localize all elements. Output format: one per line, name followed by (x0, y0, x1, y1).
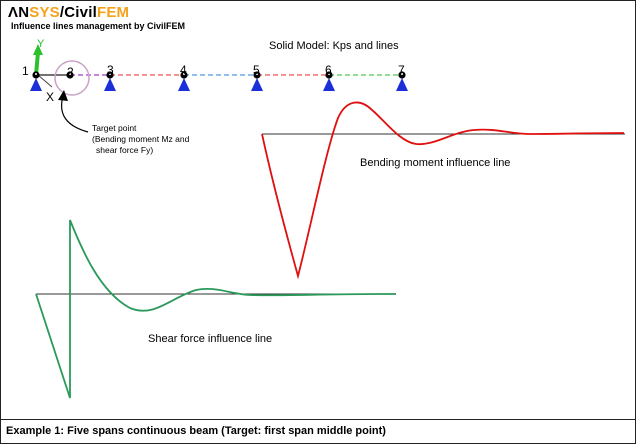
bending-moment-label: Bending moment influence line (360, 157, 511, 169)
keypoint-label-2: 2 (67, 65, 74, 79)
caption-divider (0, 419, 636, 420)
subtitle: Influence lines management by CivilFEM (11, 21, 186, 31)
support-1 (30, 78, 42, 91)
keypoint-label-1: 1 (22, 64, 29, 78)
y-axis-arrowhead (33, 44, 43, 55)
keypoint-label-3: 3 (107, 63, 114, 77)
shear-force-label: Shear force influence line (148, 333, 273, 345)
target-point-annotation: Target point (Bending moment Mz and shea… (92, 123, 189, 156)
model-title: Solid Model: Kps and lines (269, 40, 399, 52)
keypoint-label-6: 6 (325, 63, 332, 77)
ansys-civilfem-logo: ΛNSYS/CivilFEM (8, 4, 130, 21)
x-axis-label: X (46, 90, 54, 104)
support-3 (104, 78, 116, 91)
support-5 (251, 78, 263, 91)
target-label-line-2: (Bending moment Mz and (92, 134, 190, 144)
target-pointer-arrowhead (58, 90, 68, 101)
shear-force-curve (35, 219, 397, 399)
bending-moment-curve (261, 101, 625, 280)
support-6 (323, 78, 335, 91)
keypoint-label-5: 5 (253, 63, 260, 77)
keypoint-label-7: 7 (398, 63, 405, 77)
keypoint-label-4: 4 (180, 63, 187, 77)
target-pointer-arrow (61, 95, 89, 133)
figure-caption: Example 1: Five spans continuous beam (T… (6, 425, 386, 437)
x-axis-line (37, 74, 53, 88)
target-label-line-3: shear force Fy) (96, 145, 154, 155)
y-axis-arrow (34, 52, 40, 75)
target-label-line-1: Target point (92, 123, 137, 133)
target-point-highlight (54, 60, 90, 96)
support-4 (178, 78, 190, 91)
y-axis-label: Y (37, 38, 45, 50)
support-7 (396, 78, 408, 91)
